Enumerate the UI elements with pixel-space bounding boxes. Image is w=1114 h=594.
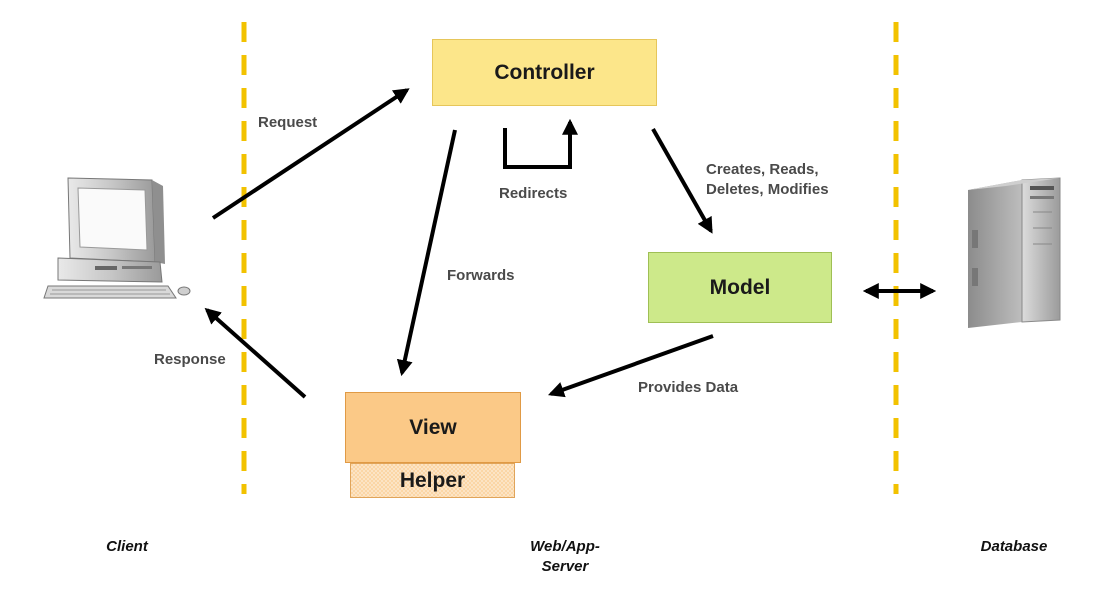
creates-reads-arrow [651,128,713,234]
request-arrow [211,88,410,220]
model-box: Model [648,252,832,323]
response-label: Response [154,351,226,368]
controller-box: Controller [432,39,657,106]
client-tier-label: Client [106,538,148,555]
helper-box: Helper [350,463,515,498]
desktop-computer-icon [43,177,191,299]
creates-reads-label-line2: Deletes, Modifies [706,181,829,198]
server-tower-icon [968,177,1061,328]
view-box: View [345,392,521,463]
redirects-label: Redirects [499,185,568,202]
response-arrow [204,307,307,399]
forwards-label: Forwards [447,267,515,284]
database-tier-label: Database [980,538,1048,555]
server-tier-label-line2: Server [541,558,589,575]
redirects-loop-arrow [503,118,578,169]
provides-data-arrow [547,334,714,398]
forwards-arrow [396,129,457,377]
request-label: Request [258,114,318,131]
server-tier-label-line1: Web/App- [530,538,600,555]
provides-data-label: Provides Data [638,379,739,396]
creates-reads-label-line1: Creates, Reads, [706,161,819,178]
